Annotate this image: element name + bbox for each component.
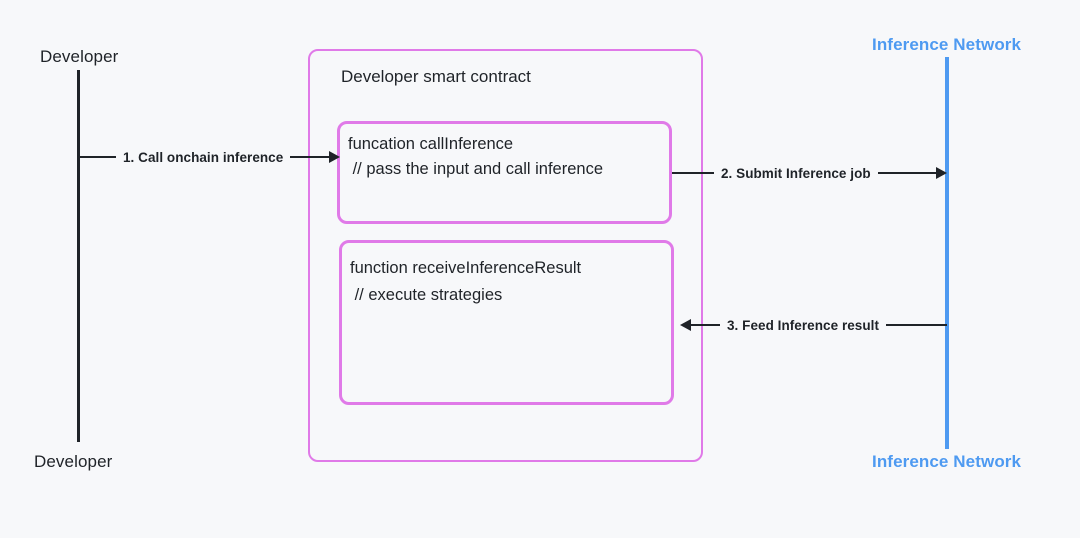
- message-1-call-onchain-inference: 1. Call onchain inference: [78, 147, 340, 167]
- actor-label-developer-bottom: Developer: [34, 452, 113, 471]
- message-3-line-right: [886, 323, 947, 327]
- message-1-line-right: [290, 155, 330, 159]
- actor-label-developer-top: Developer: [40, 47, 119, 66]
- actor-label-inference-network-top: Inference Network: [872, 35, 1022, 54]
- message-2-line-left: [672, 171, 714, 175]
- message-2-label: 2. Submit Inference job: [721, 165, 871, 181]
- message-1-line-left: [78, 155, 116, 159]
- arrowhead-left-icon: [680, 319, 691, 331]
- message-2-line-right: [877, 171, 937, 175]
- function-signature-call-inference: funcation callInference: [348, 135, 514, 153]
- function-signature-receive-inference-result: function receiveInferenceResult: [350, 259, 582, 277]
- actor-label-inference-network-bottom: Inference Network: [872, 452, 1022, 471]
- function-box-call-inference: [337, 121, 672, 224]
- arrowhead-right-icon: [936, 167, 947, 179]
- function-comment-receive-inference-result: // execute strategies: [350, 286, 503, 304]
- developer-smart-contract-title: Developer smart contract: [341, 67, 531, 86]
- lifeline-inference-network: [945, 57, 949, 449]
- arrowhead-right-icon: [329, 151, 340, 163]
- developer-smart-contract-box: [308, 49, 703, 462]
- function-box-receive-inference-result: [339, 240, 674, 405]
- message-3-line-left: [690, 323, 720, 327]
- function-comment-call-inference: // pass the input and call inference: [348, 160, 603, 178]
- message-3-label: 3. Feed Inference result: [727, 317, 880, 333]
- lifeline-developer: [77, 70, 80, 442]
- message-2-submit-inference-job: 2. Submit Inference job: [672, 163, 947, 183]
- message-3-feed-inference-result: 3. Feed Inference result: [680, 315, 947, 335]
- message-1-label: 1. Call onchain inference: [123, 149, 284, 165]
